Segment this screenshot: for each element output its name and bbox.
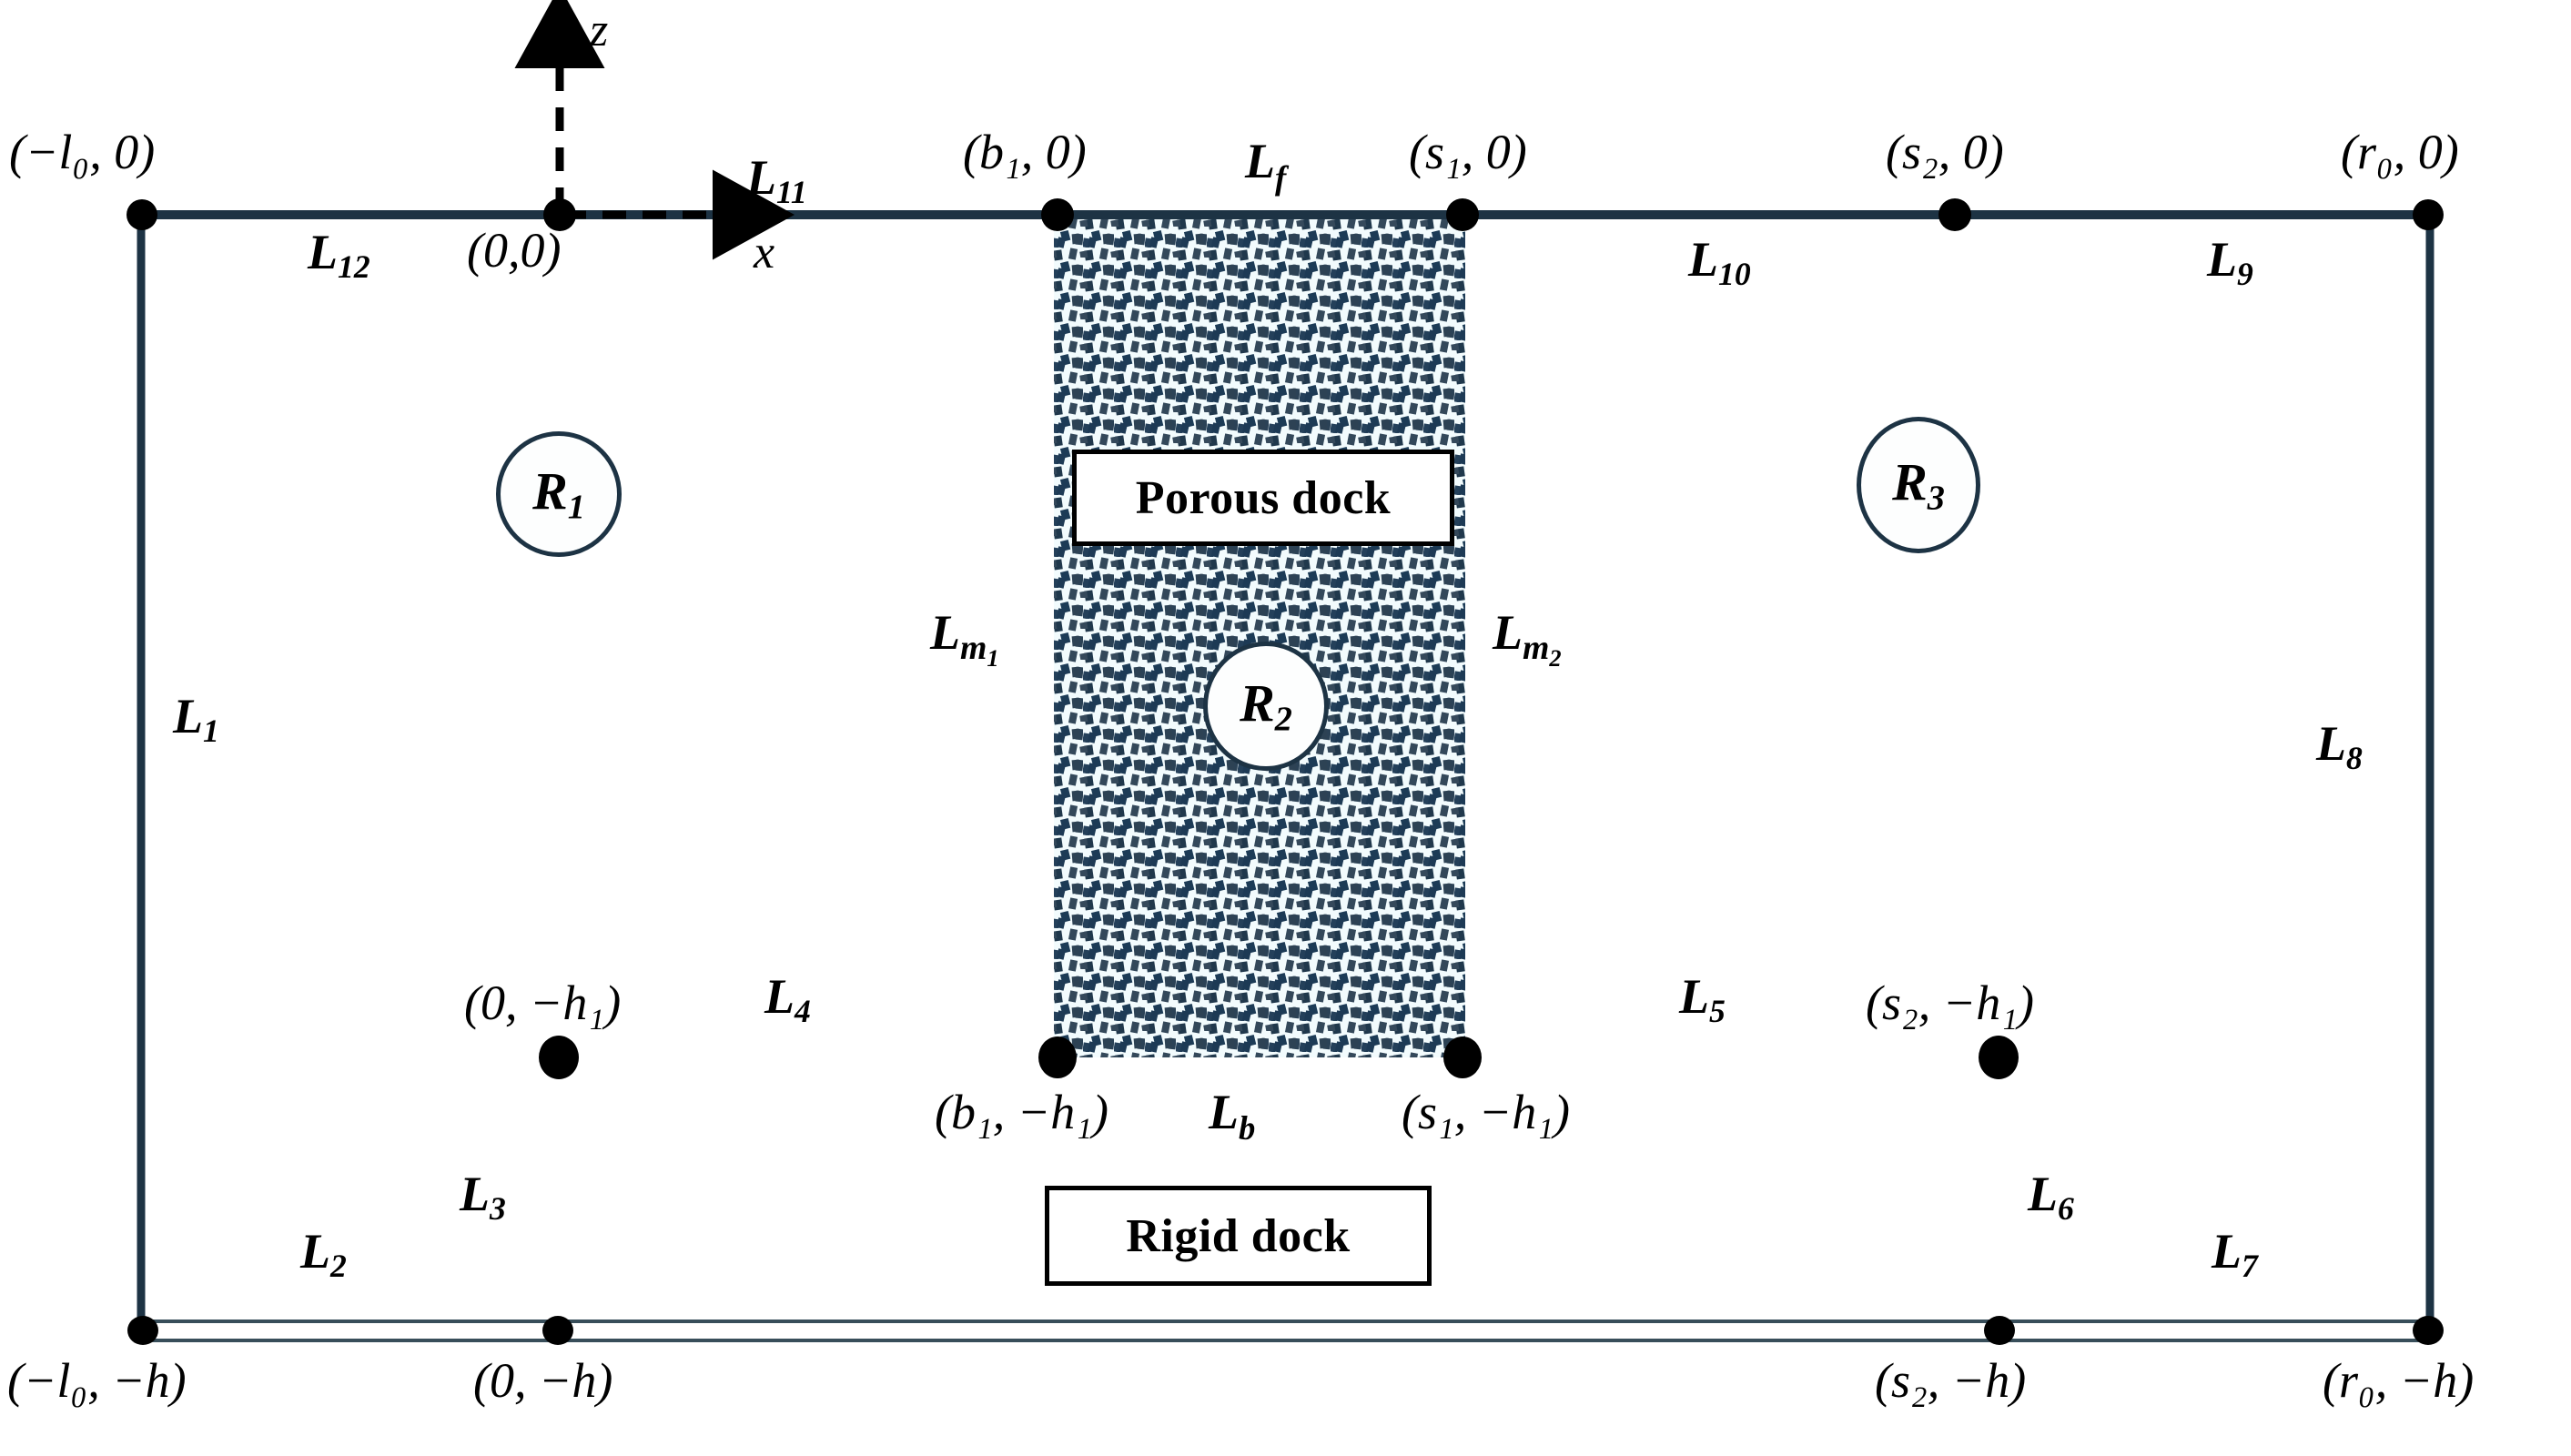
coord-top-left: (−l₀, 0) (9, 125, 156, 179)
boundary-label-Lm1: Lm1 (930, 605, 999, 672)
coord-dock-b1: (b₁, −h₁) (935, 1085, 1108, 1139)
node-bottom-s2 (1984, 1316, 2015, 1345)
region-label-R3: R3 (1892, 452, 1945, 518)
coord-dock-s2: (s₂, −h₁) (1866, 976, 2034, 1030)
boundary-label-L4: L4 (764, 969, 811, 1029)
coord-bottom-zero: (0, −h) (473, 1353, 613, 1408)
node-bottom-zero (542, 1316, 573, 1345)
coord-top-right: (r₀, 0) (2341, 125, 2459, 179)
region-label-R1: R1 (532, 461, 585, 527)
boundary-label-L9: L9 (2207, 232, 2253, 292)
coord-bottom-s2: (s₂, −h) (1875, 1353, 2027, 1408)
boundary-label-L1: L1 (173, 689, 219, 749)
coord-bottom-left: (−l₀, −h) (7, 1353, 187, 1408)
node-top-b1 (1041, 198, 1074, 231)
node-top-right (2413, 199, 2444, 230)
node-origin (543, 198, 576, 231)
porous-dock-caption: Porous dock (1135, 471, 1392, 524)
node-bottom-left (127, 1316, 158, 1345)
boundary-label-L10: L10 (1688, 232, 1751, 292)
rigid-dock-caption: Rigid dock (1126, 1209, 1351, 1262)
node-top-s2 (1938, 198, 1971, 231)
region-marker-R2: R2 (1203, 642, 1329, 771)
coord-top-s1: (s₁, 0) (1409, 125, 1527, 179)
node-dock-s2 (1979, 1036, 2019, 1079)
node-top-s1 (1446, 198, 1479, 231)
coord-dock-s1: (s₁, −h₁) (1402, 1085, 1570, 1139)
boundary-label-L6: L6 (2028, 1167, 2074, 1227)
boundary-label-Lf: Lf (1245, 134, 1287, 197)
region-label-R2: R2 (1240, 673, 1292, 739)
axis-label-x: x (754, 227, 775, 278)
boundary-label-L12: L12 (308, 225, 370, 285)
node-dock-s1 (1443, 1036, 1482, 1078)
axis-label-z: z (590, 5, 609, 56)
boundary-label-Lm2: Lm2 (1493, 605, 1562, 672)
node-top-left (127, 199, 157, 230)
boundary-label-L11: L11 (746, 150, 807, 210)
porous-dock-region (1054, 215, 1465, 1057)
coord-dock-left-top: (0, −h₁) (464, 976, 622, 1030)
coord-origin: (0,0) (467, 223, 562, 278)
node-dock-b1 (1038, 1036, 1077, 1078)
boundary-label-L7: L7 (2212, 1224, 2258, 1284)
coord-bottom-right: (r₀, −h) (2323, 1353, 2475, 1408)
node-bottom-right (2413, 1316, 2444, 1345)
rigid-dock-caption-box: Rigid dock (1045, 1186, 1432, 1286)
region-marker-R3: R3 (1857, 417, 1980, 553)
region-marker-R1: R1 (496, 431, 622, 557)
boundary-label-L2: L2 (300, 1224, 347, 1284)
node-dots (127, 198, 2444, 1345)
boundary-label-L3: L3 (460, 1167, 506, 1227)
boundary-label-L8: L8 (2316, 716, 2363, 776)
boundary-label-L5: L5 (1679, 969, 1726, 1029)
porous-dock-caption-box: Porous dock (1072, 450, 1454, 546)
coord-top-b1: (b₁, 0) (963, 125, 1087, 179)
boundary-label-Lb: Lb (1209, 1085, 1256, 1147)
coord-top-s2: (s₂, 0) (1886, 125, 2004, 179)
node-dock-left-top (539, 1036, 579, 1079)
